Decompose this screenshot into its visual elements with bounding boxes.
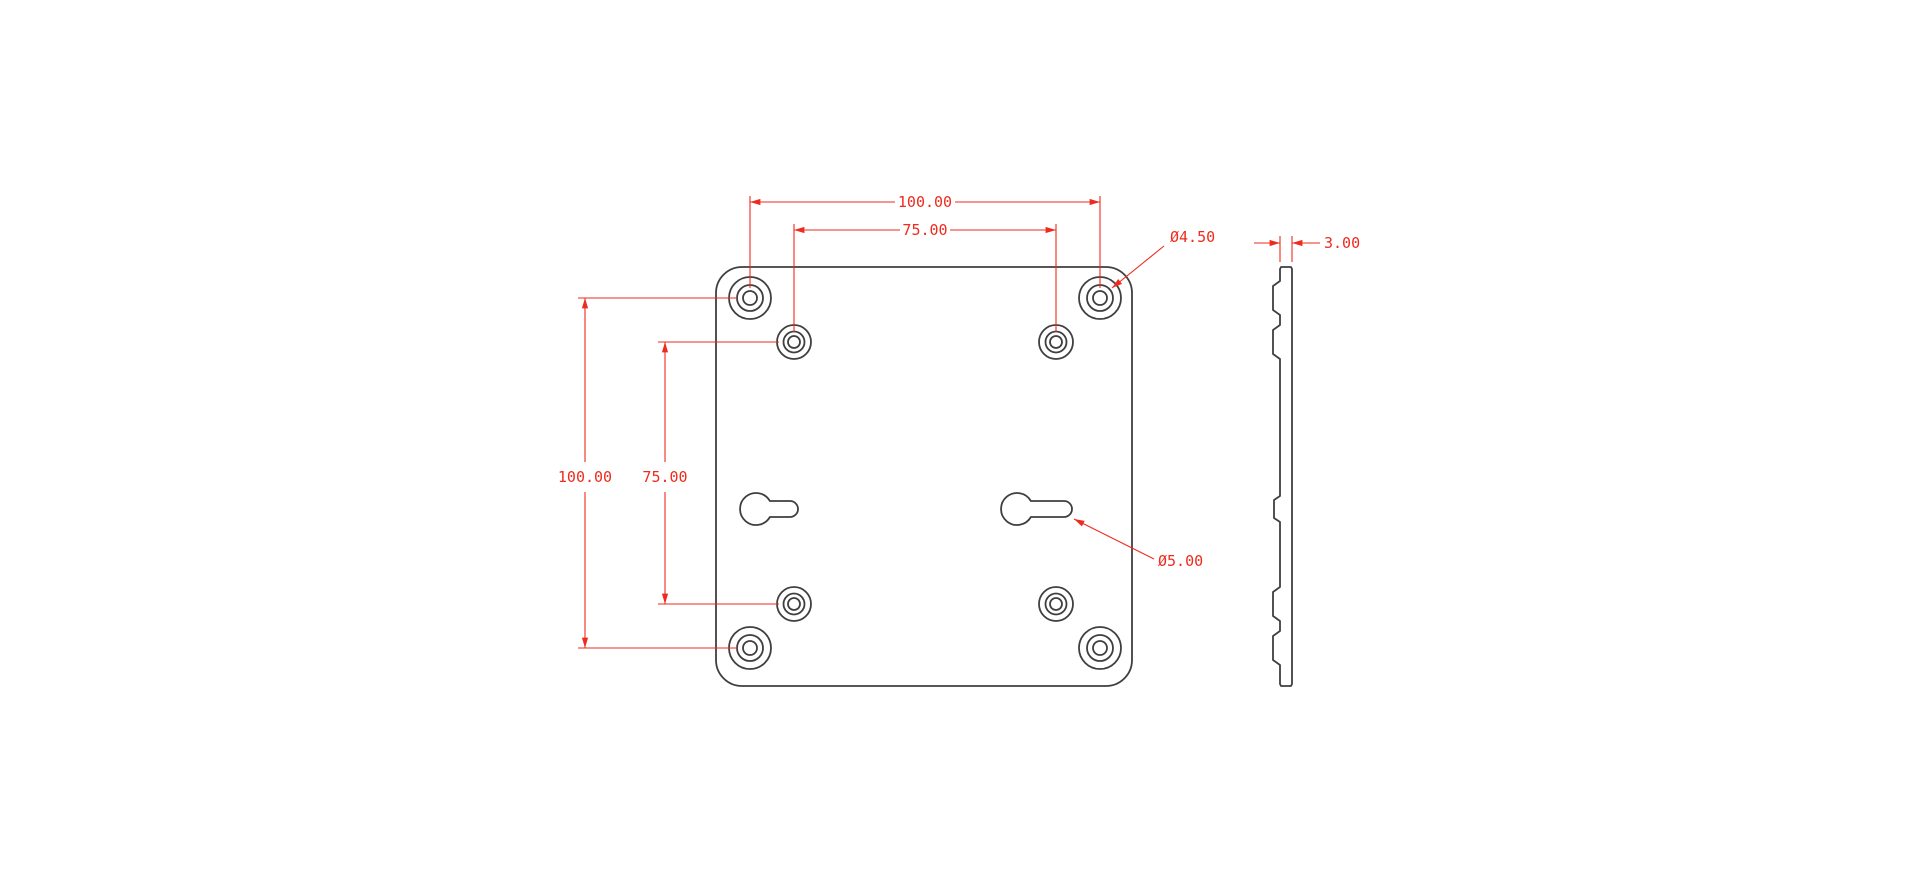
keyhole-slot-right	[1000, 492, 1073, 526]
keyhole-diameter-value: Ø5.00	[1158, 552, 1203, 570]
dim-thickness-value: 3.00	[1324, 234, 1360, 252]
hole-bore	[787, 335, 801, 349]
dim-inner-width-value: 75.00	[902, 221, 947, 239]
inner-hole-bottom-left	[776, 586, 812, 622]
hole-ring-mid	[1086, 284, 1114, 312]
hole-ring-outer	[776, 586, 812, 622]
dim-inner-width: 75.00	[793, 221, 1057, 332]
dimensions-layer: 100.00 75.00 100.00	[558, 193, 1360, 649]
hole-ring-mid	[1044, 592, 1068, 616]
side-view	[1272, 266, 1293, 687]
leader-line	[1073, 518, 1155, 560]
plate-outline	[715, 266, 1133, 687]
side-profile-outline	[1272, 266, 1293, 687]
leader-line	[1111, 245, 1165, 289]
dim-inner-height-value: 75.00	[642, 468, 687, 486]
hole-ring-outer	[1078, 626, 1122, 670]
hole-ring-mid	[1044, 330, 1068, 354]
dim-outer-height-value: 100.00	[558, 468, 612, 486]
dim-inner-height: 75.00	[642, 341, 779, 605]
hole-bore	[787, 597, 801, 611]
hole-bore	[1092, 640, 1108, 656]
dim-outer-height: 100.00	[558, 297, 737, 649]
front-view	[715, 266, 1133, 687]
hole-bore	[1092, 290, 1108, 306]
hole-ring-outer	[1038, 586, 1074, 622]
hole-ring-mid	[736, 634, 764, 662]
keyhole-slot-left	[739, 492, 799, 526]
hole-ring-mid	[736, 284, 764, 312]
hole-bore	[742, 290, 758, 306]
dim-thickness: 3.00	[1254, 234, 1360, 262]
hole-bore	[1049, 597, 1063, 611]
hole-ring-mid	[782, 330, 806, 354]
hole-bore	[742, 640, 758, 656]
hole-ring-mid	[1086, 634, 1114, 662]
corner-hole-diameter-value: Ø4.50	[1170, 228, 1215, 246]
hole-bore	[1049, 335, 1063, 349]
hole-ring-mid	[782, 592, 806, 616]
dim-outer-width-value: 100.00	[898, 193, 952, 211]
dim-outer-width: 100.00	[749, 193, 1101, 288]
callout-keyhole-diameter: Ø5.00	[1073, 518, 1203, 570]
corner-hole-bottom-right	[1078, 626, 1122, 670]
inner-hole-bottom-right	[1038, 586, 1074, 622]
callout-corner-hole-diameter: Ø4.50	[1111, 228, 1215, 289]
